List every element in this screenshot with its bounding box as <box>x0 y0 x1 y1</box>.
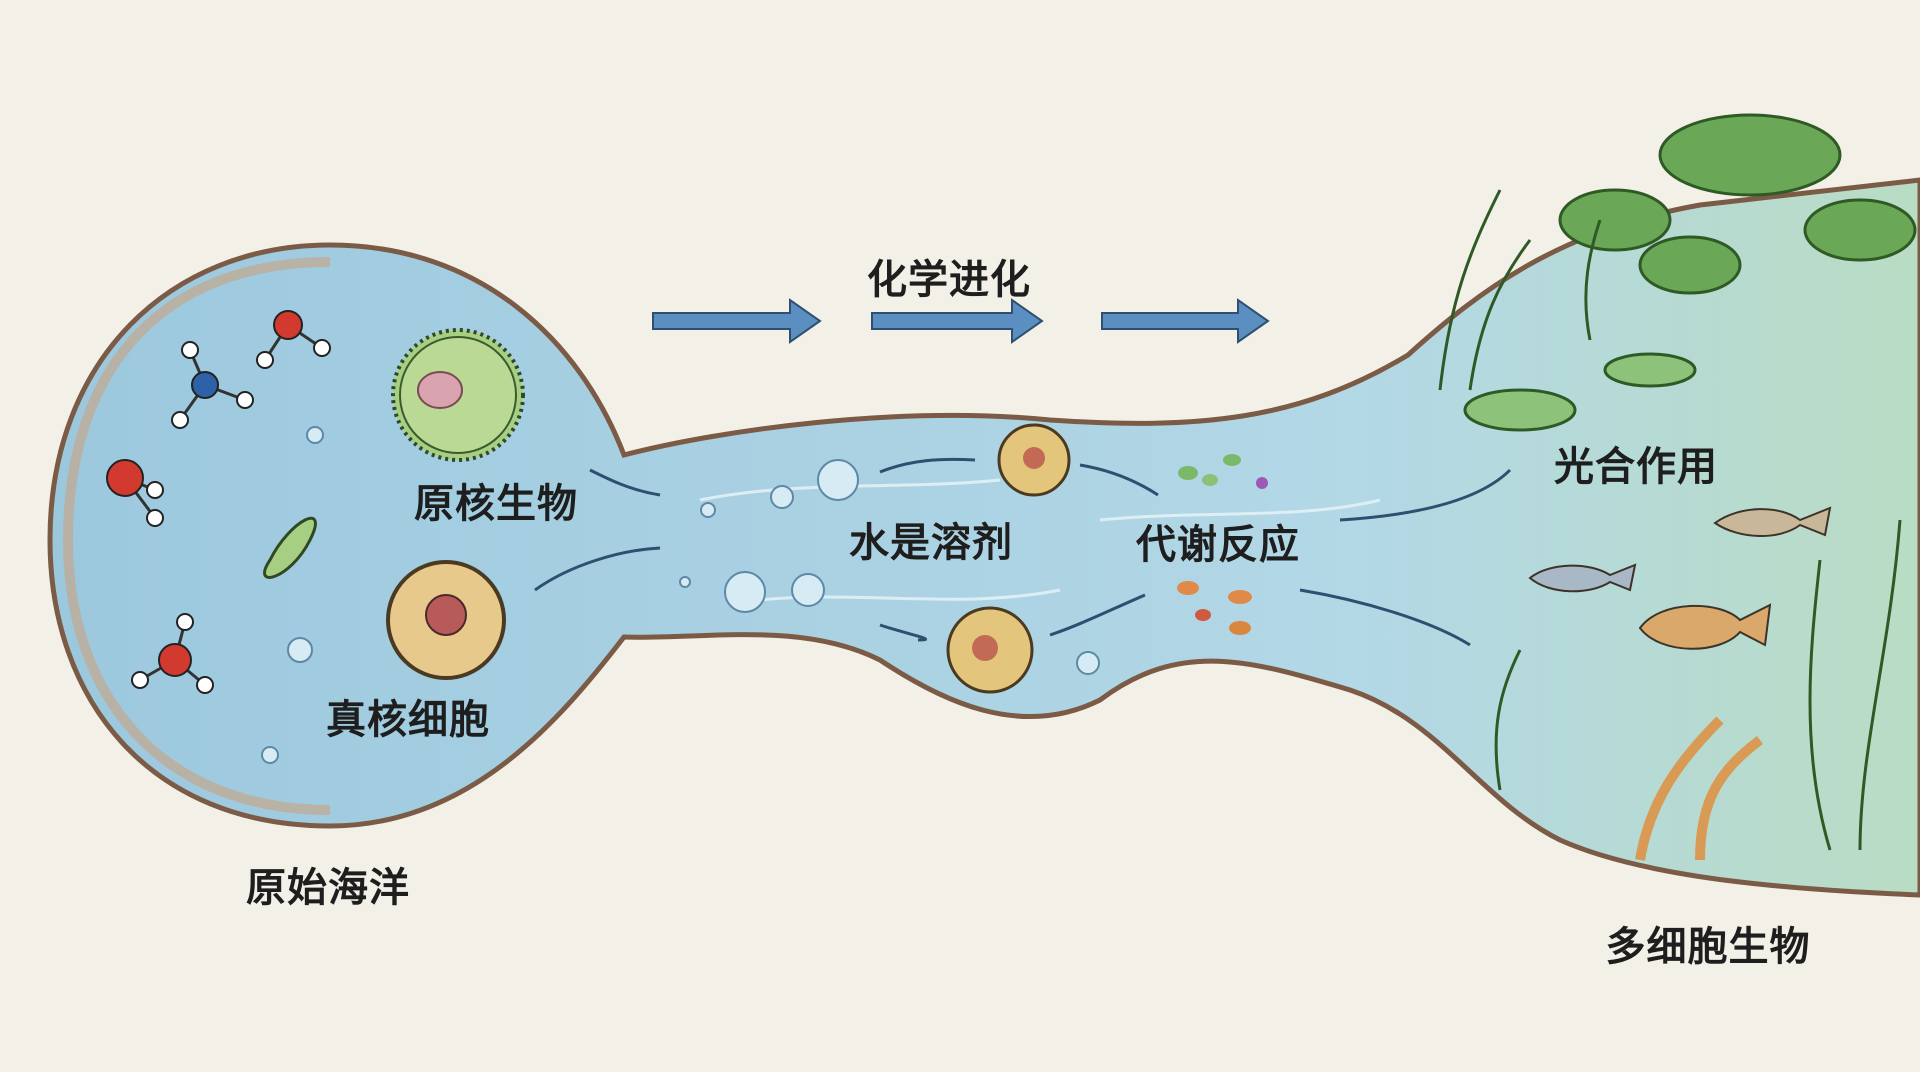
pond-plants <box>1438 113 1917 861</box>
chemical-evolution-title: 化学进化 <box>867 257 1031 303</box>
arrow-icon <box>1101 298 1270 344</box>
label-prokaryote: 原核生物 <box>414 481 578 527</box>
molecules <box>106 310 331 694</box>
arrow-icon <box>652 298 822 344</box>
label-photosynthesis: 光合作用 <box>1554 444 1718 490</box>
eukaryotic-cells <box>386 423 1071 694</box>
label-multicellular: 多细胞生物 <box>1605 924 1811 970</box>
top-arrows <box>652 298 1270 344</box>
label-water-solvent: 水是溶剂 <box>849 520 1013 566</box>
bubbles <box>261 426 1100 764</box>
label-primordial-ocean: 原始海洋 <box>246 865 410 911</box>
label-metabolism: 代谢反应 <box>1136 522 1300 568</box>
metabolites <box>1177 454 1268 635</box>
flow-arrows <box>534 457 1512 647</box>
arrow-icon <box>871 298 1044 344</box>
prokaryote-cell <box>263 328 525 579</box>
water-body <box>47 177 1920 898</box>
label-eukaryotic-cell: 真核细胞 <box>326 697 490 743</box>
fish <box>1528 506 1832 650</box>
